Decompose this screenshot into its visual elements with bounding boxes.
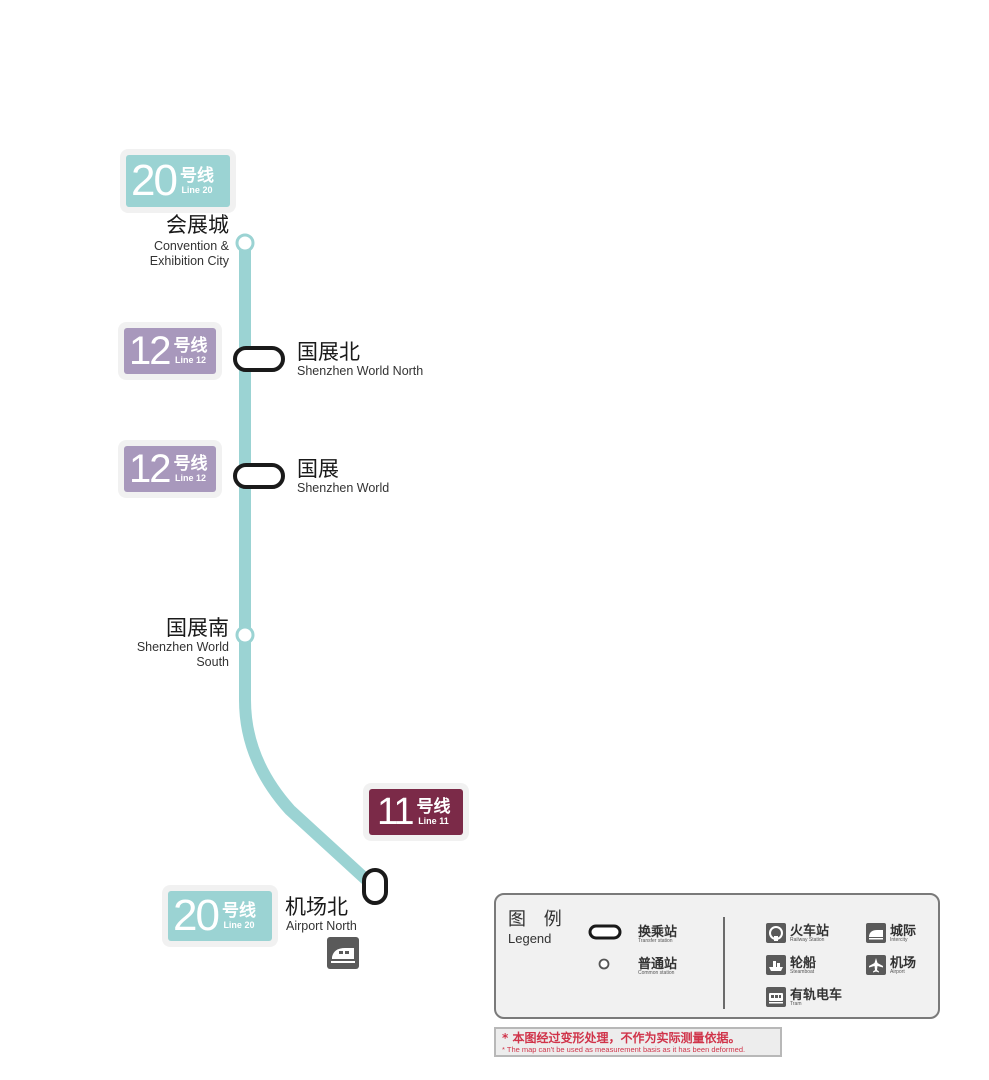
station-name-zh-world: 国展 — [297, 457, 339, 481]
disclaimer-en: * The map can't be used as measurement b… — [502, 1045, 746, 1054]
line-suffix: 号线 — [416, 797, 451, 817]
line-number: 20 — [131, 156, 178, 205]
legend-common-en: Common station — [638, 970, 675, 976]
airport-icon — [866, 955, 886, 975]
station-name-zh-world-south: 国展南 — [166, 616, 229, 640]
legend-transfer-en: Transfer station — [638, 938, 673, 944]
line-20-badge-airport: 20 号线 Line 20 — [168, 891, 272, 941]
line-number: 12 — [129, 447, 171, 491]
line-suffix: 号线 — [179, 166, 214, 186]
transfer-marker-shenzhen-world[interactable] — [233, 463, 285, 489]
station-name-en-world-south-2: South — [196, 655, 229, 669]
legend-railway-zh: 火车站 — [790, 924, 830, 939]
legend-airport-zh: 机场 — [890, 956, 917, 971]
station-name-en-world-north: Shenzhen World North — [297, 364, 424, 378]
line-en: Line 20 — [181, 185, 213, 195]
station-name-zh-world-north: 国展北 — [297, 340, 360, 364]
line-en: Line 12 — [174, 355, 206, 365]
line-11-badge: 11 号线 Line 11 — [369, 789, 463, 835]
line-12-badge-north: 12 号线 Line 12 — [124, 328, 216, 374]
line-number: 20 — [173, 891, 220, 940]
legend-intercity-en: Intercity — [890, 937, 908, 943]
line-en: Line 20 — [223, 920, 255, 930]
line-20-badge-top: 20 号线 Line 20 — [126, 155, 230, 207]
legend-intercity-zh: 城际 — [890, 924, 917, 939]
legend-common-symbol — [598, 958, 610, 970]
legend-tram-zh: 有轨电车 — [790, 988, 843, 1003]
legend-title-en: Legend — [508, 931, 552, 946]
legend-tram-en: Tram — [790, 1001, 802, 1007]
transfer-marker-shenzhen-world-north[interactable] — [233, 346, 285, 372]
tram-icon — [766, 987, 786, 1007]
line-en: Line 12 — [174, 473, 206, 483]
disclaimer-box: * 本图经过变形处理，不作为实际测量依据。 * The map can't be… — [494, 1027, 782, 1057]
legend-steamboat-en: Steamboat — [790, 969, 815, 975]
station-marker-convention-exhibition-city[interactable] — [235, 233, 255, 253]
legend-transfer-zh: 换乘站 — [638, 925, 678, 940]
disclaimer-zh: * 本图经过变形处理，不作为实际测量依据。 — [502, 1031, 741, 1045]
legend-divider — [723, 917, 725, 1009]
line-number: 11 — [377, 791, 414, 833]
steamboat-icon — [766, 955, 786, 975]
station-name-en-world-south-1: Shenzhen World — [136, 640, 229, 654]
legend-transfer-symbol — [588, 924, 622, 940]
intercity-icon — [866, 923, 886, 943]
line-20-track — [239, 237, 378, 891]
line-12-badge-world: 12 号线 Line 12 — [124, 446, 216, 492]
legend-panel: 图 例 Legend 换乘站 Transfer station 普通站 Comm… — [494, 893, 940, 1019]
legend-airport-en: Airport — [890, 969, 905, 975]
legend-steamboat-zh: 轮船 — [790, 956, 817, 971]
railway-icon — [766, 923, 786, 943]
station-marker-shenzhen-world-south[interactable] — [235, 625, 255, 645]
station-name-zh-airport-north: 机场北 — [285, 895, 348, 919]
line-number: 12 — [129, 329, 171, 373]
station-name-en-convention-1: Convention & — [153, 239, 229, 253]
line-suffix: 号线 — [221, 901, 256, 921]
legend-title-zh: 图 例 — [508, 909, 568, 930]
railway-icon — [327, 937, 359, 969]
legend-railway-en: Railway Station — [790, 937, 825, 943]
transfer-marker-airport-north[interactable] — [362, 868, 388, 905]
station-name-zh-convention: 会展城 — [166, 213, 229, 237]
station-name-en-world: Shenzhen World — [297, 481, 390, 495]
station-name-en-convention-2: Exhibition City — [149, 254, 229, 268]
line-suffix: 号线 — [173, 454, 208, 474]
line-en: Line 11 — [418, 816, 449, 826]
legend-common-zh: 普通站 — [638, 957, 678, 972]
station-name-en-airport-north: Airport North — [286, 919, 357, 933]
line-suffix: 号线 — [173, 336, 208, 356]
